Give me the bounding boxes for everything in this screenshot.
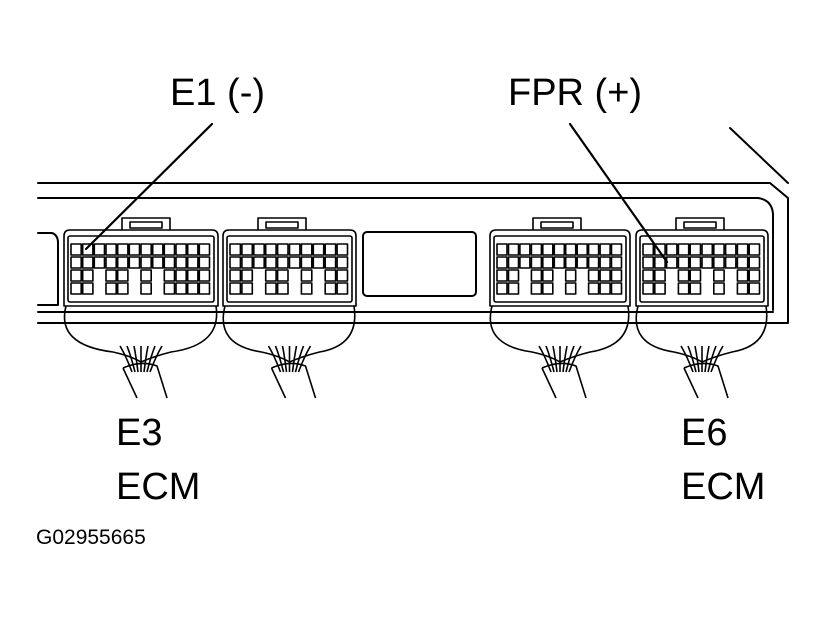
leader-line-fpr [568,122,669,264]
pin-callout-e1: E1 (-) [170,72,265,114]
connector-e6 [635,217,769,399]
figure-code: G02955665 [36,526,146,549]
pin-callout-fpr: FPR (+) [508,72,643,114]
connector-name-e3: ECM [116,466,201,508]
partial-connector-left [37,232,59,306]
ecm-housing-outline [37,182,789,324]
leader-line-e1 [84,122,214,251]
ecm-housing-top-edge [729,127,789,184]
connector-id-e3: E3 [116,412,163,454]
connector-name-e6: ECM [681,466,766,508]
ecm-housing-inner-edge [37,197,774,311]
connector-e3 [63,217,219,399]
connector-middle-right [489,217,631,399]
ecm-center-window [362,231,477,297]
connector-middle-left [222,217,357,399]
connector-id-e6: E6 [681,412,728,454]
